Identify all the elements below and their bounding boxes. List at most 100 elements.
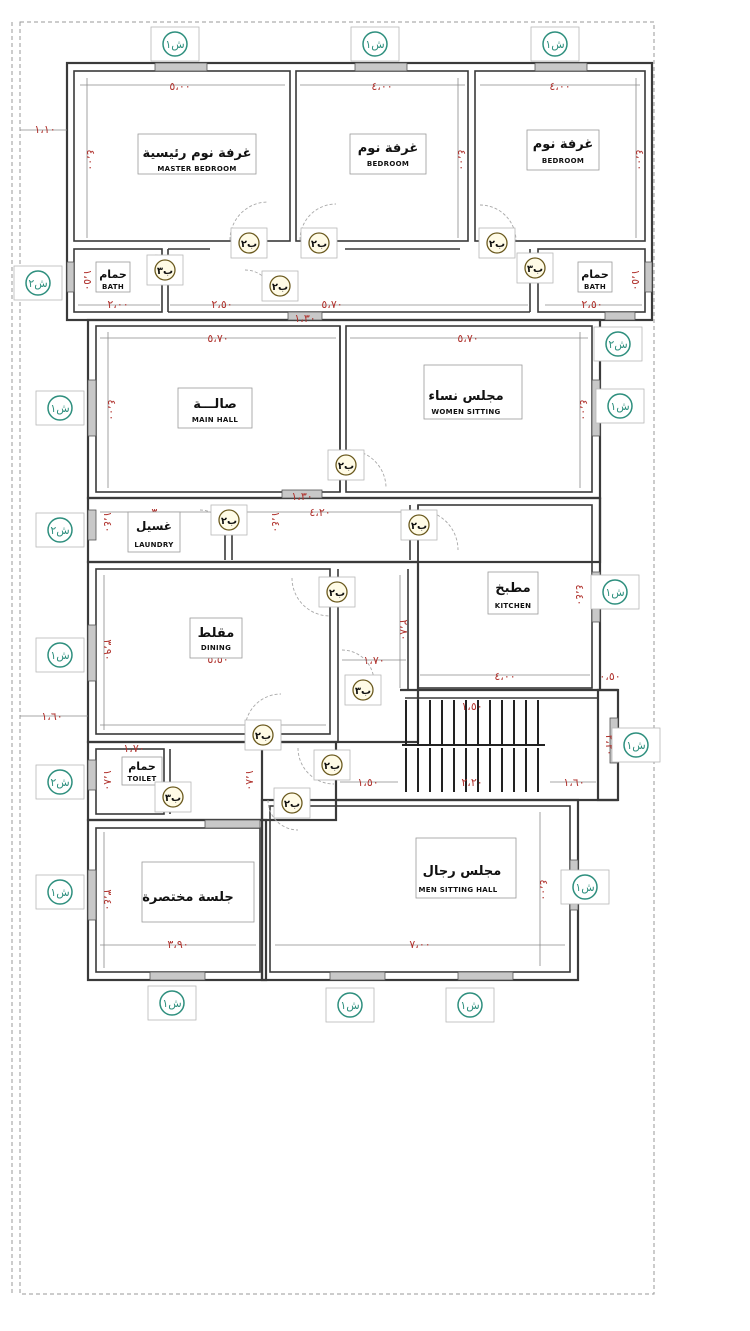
door-tag-label: ب٢ (338, 461, 354, 472)
dim-bed1-width: ٤،٠٠ (371, 80, 392, 93)
window-tag-label: ش٢ (50, 776, 69, 789)
door-tag: ب٢ (318, 576, 356, 608)
door-tag: ب٣ (146, 254, 184, 286)
room-dining-ar: مقلط (198, 626, 235, 641)
dim-master-width: ٥،٠٠ (169, 80, 190, 93)
door-tag: ب٢ (300, 227, 338, 259)
dim-bed1-height: ٤،٠٠ (455, 149, 468, 170)
dim-stair-top: ١،٥٠ (461, 700, 482, 713)
room-main-hall-ar: صالـــة (193, 397, 237, 412)
dim-stair-right: ١،٦٠ (563, 776, 584, 789)
room-bath-1-en: BATH (102, 283, 124, 291)
room-bath-2-ar: حمام (581, 268, 609, 281)
dim-toilet-height: ١،٨٠ (101, 769, 114, 790)
room-labels: غرفة نوم رئيسية MASTER BEDROOM غرفة نوم … (95, 129, 613, 923)
window-tag-label: ش١ (460, 999, 479, 1012)
door-tag: ب٢ (313, 749, 351, 781)
dim-hall-width: ٥،٧٠ (207, 332, 228, 345)
door-tag: ب٢ (327, 449, 365, 481)
window-tag: ش١ (325, 987, 375, 1023)
dim-master-height: ٤،٠٠ (84, 149, 97, 170)
window-tag-label: ش١ (165, 38, 184, 51)
door-tag: ب٢ (210, 504, 248, 536)
door-tag: ب٣ (516, 252, 554, 284)
door-tag-label: ب٢ (241, 239, 257, 250)
dim-passage-width: ١،٧٠ (363, 654, 384, 667)
dim-kitchen-width: ٤،٠٠ (494, 670, 515, 683)
room-bedroom-2-ar: غرفة نوم (533, 137, 593, 152)
door-tag: ب٣ (154, 781, 192, 813)
door-tag: ب٢ (273, 787, 311, 819)
window-tag-label: ش٢ (50, 524, 69, 537)
dim-bath1-height: ١،٥٠ (81, 269, 94, 290)
door-tag-label: ب٢ (221, 516, 237, 527)
room-bedroom-1-en: BEDROOM (367, 160, 409, 168)
window-tag: ش١ (590, 574, 640, 610)
dim-bath2-width: ٢،٥٠ (581, 298, 602, 311)
window-tag-label: ش١ (605, 586, 624, 599)
window-tag-label: ش٢ (28, 277, 47, 290)
window-tag: ش١ (147, 985, 197, 1021)
dimension-lines (20, 78, 642, 968)
door-tag-label: ب٢ (324, 761, 340, 772)
door-tag-label: ب٣ (157, 266, 173, 277)
room-bath-2-en: BATH (584, 283, 606, 291)
room-bedroom-2-en: BEDROOM (542, 157, 584, 165)
dim-hall-height: ٤،٠٠ (105, 399, 118, 420)
window-tag: ش٢ (593, 326, 643, 362)
door-tag-label: ب٢ (272, 282, 288, 293)
door-tag-label: ب٢ (329, 588, 345, 599)
door-tag: ب٢ (230, 227, 268, 259)
door-tag-label: ب٣ (355, 686, 371, 697)
window-tag-label: ش١ (50, 886, 69, 899)
dim-bed2-height: ٤،٠٠ (633, 149, 646, 170)
middle-zone (86, 318, 602, 690)
room-master-bedroom-en: MASTER BEDROOM (157, 165, 236, 173)
window-tag: ش١ (530, 26, 580, 62)
window-tag: ش١ (611, 727, 661, 763)
room-women-sitting-en: WOMEN SITTING (431, 408, 500, 416)
window-tag-label: ش١ (365, 38, 384, 51)
window-tag-label: ش١ (50, 402, 69, 415)
door-tag: ب٢ (400, 509, 438, 541)
door-tag: ب٣ (344, 674, 382, 706)
door-tag-label: ب٢ (311, 239, 327, 250)
room-master-bedroom-ar: غرفة نوم رئيسية (142, 146, 251, 161)
dim-men-width: ٧،٠٠ (409, 938, 430, 951)
window-tag: ش١ (595, 388, 645, 424)
dim-corridor-2: ٥،٧٠ (321, 298, 342, 311)
room-kitchen-ar: مطبخ (495, 581, 530, 596)
plot-boundary (19, 21, 655, 1295)
door-tag-label: ب٢ (284, 799, 300, 810)
dim-dining-height: ٣،٩٠ (101, 639, 114, 660)
room-bath-1-ar: حمام (99, 268, 127, 281)
door-tag-label: ب٣ (165, 793, 181, 804)
room-bedroom-1-ar: غرفة نوم (358, 141, 418, 156)
room-women-sitting-ar: مجلس نساء (428, 389, 503, 404)
dim-kitchen-height: ٤،٤٠ (573, 584, 586, 605)
dim-women-width: ٥،٧٠ (457, 332, 478, 345)
dim-corridor-1: ٢،٥٠ (211, 298, 232, 311)
door-tag-label: ب٢ (411, 521, 427, 532)
door-tag: ب٢ (261, 270, 299, 302)
door-tag-label: ب٣ (527, 264, 543, 275)
door-tag-label: ب٢ (255, 731, 271, 742)
room-main-hall-en: MAIN HALL (192, 416, 238, 424)
window-tag: ش١ (445, 987, 495, 1023)
dim-small-height: ٣،٤٠ (101, 889, 114, 910)
window-tag-label: ش١ (545, 38, 564, 51)
dim-corridor-height: ١،٤٠ (269, 511, 282, 532)
window-tag: ش١ (35, 390, 85, 426)
dim-toilet-height-2: ١،٨٠ (243, 769, 256, 790)
door-tag-label: ب٢ (489, 239, 505, 250)
dim-bath1-width: ٢،٠٠ (107, 298, 128, 311)
dim-side: ٠،٥٠ (599, 670, 620, 683)
window-tag: ش١ (150, 26, 200, 62)
room-kitchen-en: KITCHEN (495, 602, 532, 610)
window-tag: ش٢ (13, 265, 63, 301)
dim-men-height: ٤،٠٠ (537, 879, 550, 900)
dim-small-width: ٣،٩٠ (167, 938, 188, 951)
window-tag: ش١ (35, 874, 85, 910)
window-tag-label: ش١ (162, 997, 181, 1010)
